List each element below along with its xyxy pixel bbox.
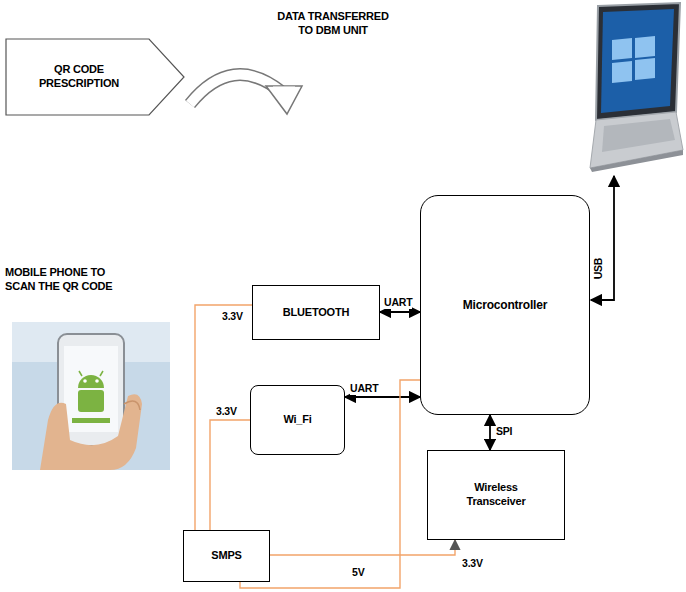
phone-picture <box>12 322 170 470</box>
prescription-pentagon: QR CODE PRESCRIPTION <box>5 38 185 116</box>
power-line <box>195 305 252 530</box>
node-label: Wireless Transceiver <box>451 481 541 509</box>
power-line <box>210 420 250 530</box>
usb-label: USB <box>592 258 605 280</box>
transfer-note: DATA TRANSFERRED TO DBM UNIT <box>272 10 394 38</box>
signal-label: 3.3V <box>222 310 243 323</box>
wifi-box: Wi_Fi <box>250 385 345 455</box>
node-label: QR CODE PRESCRIPTION <box>23 63 135 91</box>
bluetooth-box: BLUETOOTH <box>252 285 380 340</box>
data-link <box>380 311 420 313</box>
signal-label: 3.3V <box>462 557 483 570</box>
transfer-arrow <box>190 75 302 114</box>
data-link <box>345 396 420 398</box>
signal-label: SPI <box>496 425 512 438</box>
signal-label: UART <box>350 382 378 395</box>
node-label: Wi_Fi <box>283 413 311 427</box>
node-label: BLUETOOTH <box>283 306 349 320</box>
phone-caption: MOBILE PHONE TO SCAN THE QR CODE <box>5 266 131 294</box>
node-label: SMPS <box>211 549 241 563</box>
node-label: Microcontroller <box>463 298 547 313</box>
pentagon-shape <box>6 39 184 115</box>
signal-label: 5V <box>352 566 364 579</box>
microcontroller-box: Microcontroller <box>420 195 590 415</box>
smps-box: SMPS <box>183 530 270 582</box>
power-line <box>270 540 455 555</box>
laptop-picture <box>590 3 683 172</box>
data-link <box>489 415 491 450</box>
usb-link <box>591 176 614 300</box>
signal-label: UART <box>384 296 412 309</box>
transceiver-box: Wireless Transceiver <box>427 450 565 540</box>
signal-label: 3.3V <box>216 405 237 418</box>
